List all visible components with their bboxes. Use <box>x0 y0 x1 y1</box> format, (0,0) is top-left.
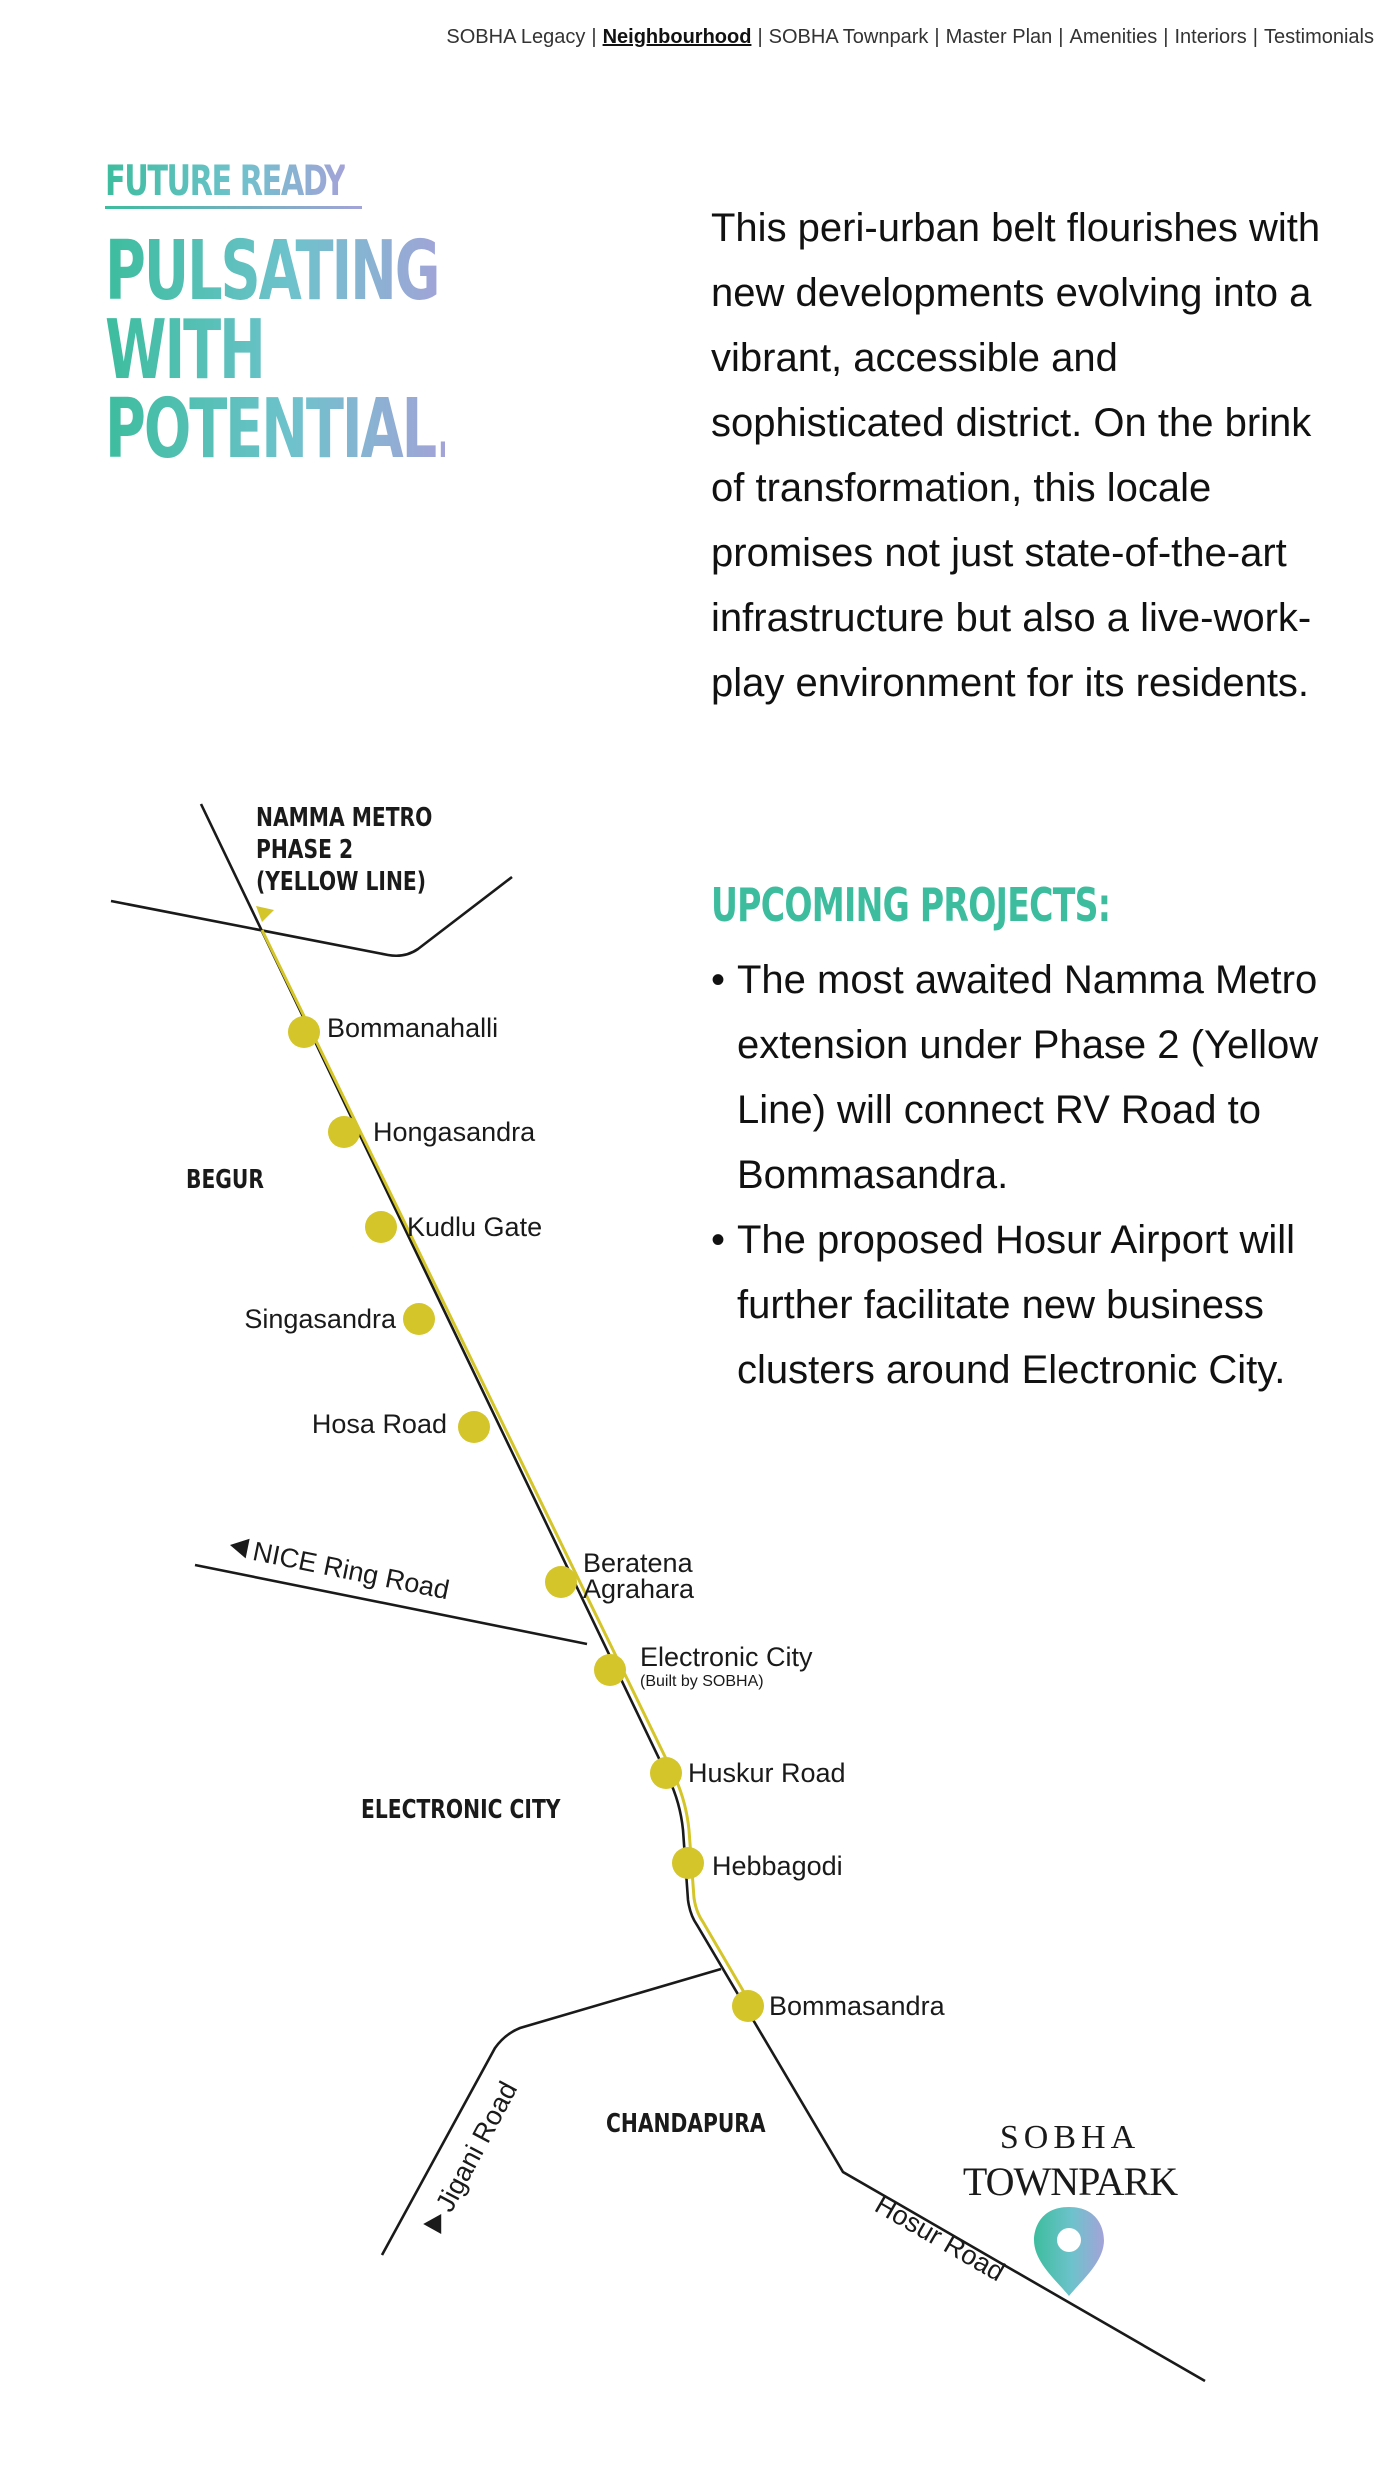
station-marker <box>650 1757 682 1789</box>
station-label: Bommasandra <box>769 1991 946 2021</box>
station-marker <box>365 1211 397 1243</box>
metro-direction-arrow-icon <box>256 906 274 922</box>
station-label: Hebbagodi <box>712 1851 843 1881</box>
metro-line-label: (YELLOW LINE) <box>256 867 426 897</box>
station-label: Bommanahalli <box>327 1013 498 1043</box>
station-label: Huskur Road <box>688 1758 846 1788</box>
metro-line-label: NAMMA METRO <box>256 803 432 833</box>
area-label-electronic-city: ELECTRONIC CITY <box>361 1795 561 1825</box>
station-marker <box>328 1116 360 1148</box>
location-pin-icon <box>1034 2207 1104 2296</box>
nav-link-amenities[interactable]: Amenities <box>1069 26 1158 48</box>
station-marker <box>594 1654 626 1686</box>
kicker-underline <box>105 206 362 209</box>
station-label: Singasandra <box>244 1304 397 1334</box>
station-marker <box>545 1566 577 1598</box>
station-note: (Built by SOBHA) <box>640 1673 764 1690</box>
nav-separator: | <box>1252 26 1258 48</box>
station-marker <box>672 1847 704 1879</box>
list-item: •The proposed Hosur Airport will further… <box>711 1208 1351 1403</box>
bullet-icon: • <box>711 1218 726 1262</box>
list-item-text: The proposed Hosur Airport will further … <box>737 1218 1296 1392</box>
section-kicker: FUTURE READY <box>105 156 346 205</box>
station-marker <box>732 1990 764 2022</box>
nav-link-sobha-legacy[interactable]: SOBHA Legacy <box>446 26 586 48</box>
upcoming-projects-heading: UPCOMING PROJECTS: <box>711 878 1111 932</box>
upcoming-projects-list: •The most awaited Namma Metro extension … <box>711 948 1351 1403</box>
station-marker <box>288 1016 320 1048</box>
logo-text: SOBHA <box>1000 2119 1140 2156</box>
area-label-begur: BEGUR <box>186 1165 264 1195</box>
nav-separator: | <box>934 26 940 48</box>
nav-separator: | <box>757 26 763 48</box>
station-label: Electronic City <box>640 1642 813 1672</box>
nav-link-interiors[interactable]: Interiors <box>1174 26 1247 48</box>
jigani-road <box>380 1967 722 2256</box>
logo-text: TOWNPARK <box>963 2159 1178 2204</box>
bullet-icon: • <box>711 958 726 1002</box>
south-arrow-icon <box>423 2214 442 2235</box>
road-label-jigani: Jigani Road <box>430 2077 523 2217</box>
station-marker <box>403 1303 435 1335</box>
nav-link-master-plan[interactable]: Master Plan <box>945 26 1053 48</box>
station-marker <box>458 1411 490 1443</box>
station-label: Kudlu Gate <box>407 1212 542 1242</box>
yellow-metro-line <box>260 929 754 2007</box>
nav-link-testimonials[interactable]: Testimonials <box>1263 26 1374 48</box>
top-road <box>110 875 513 958</box>
nav-link-sobha-townpark[interactable]: SOBHA Townpark <box>768 26 929 48</box>
nav-separator: | <box>1058 26 1064 48</box>
list-item-text: The most awaited Namma Metro extension u… <box>737 958 1319 1197</box>
area-label-chandapura: CHANDAPURA <box>606 2109 766 2139</box>
station-label: Hosa Road <box>312 1409 447 1439</box>
station-label: Hongasandra <box>373 1117 536 1147</box>
metro-line-label: PHASE 2 <box>256 835 353 865</box>
nice-ring-road <box>194 1563 588 1646</box>
list-item: •The most awaited Namma Metro extension … <box>711 948 1351 1208</box>
description-paragraph: This peri-urban belt flourishes with new… <box>711 206 1321 705</box>
nav-separator: | <box>1163 26 1169 48</box>
west-arrow-icon <box>230 1538 250 1559</box>
nav-separator: | <box>591 26 597 48</box>
road-label-nice: NICE Ring Road <box>250 1536 452 1605</box>
nav-link-neighbourhood[interactable]: Neighbourhood <box>602 26 752 48</box>
top-nav: SOBHA Legacy|Neighbourhood|SOBHA Townpar… <box>446 26 1374 49</box>
